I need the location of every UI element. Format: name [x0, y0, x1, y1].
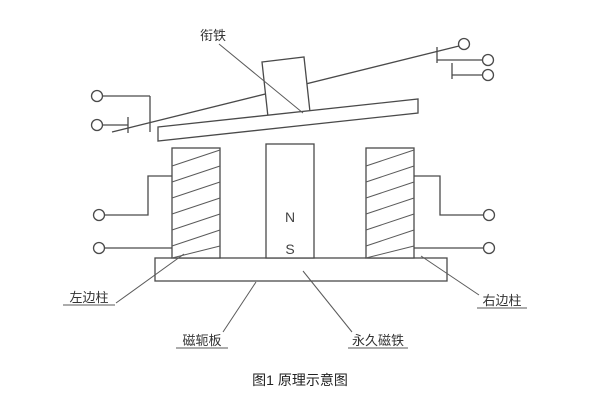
- leader-permanent-magnet: [302, 270, 353, 333]
- terminal-circle: [457, 37, 471, 51]
- terminal-circle: [92, 208, 106, 222]
- yoke-plate: [154, 257, 448, 282]
- right-column: [365, 147, 415, 259]
- left-column: [171, 147, 221, 259]
- label-armature: 衔铁: [200, 28, 226, 43]
- terminal-circle: [481, 68, 495, 82]
- label-yoke-plate: 磁轭板: [182, 333, 221, 348]
- right-coil-winding: [365, 149, 415, 259]
- magnet-pole-s: S: [285, 241, 294, 257]
- leader-right-column: [420, 255, 480, 296]
- terminal-circle: [482, 241, 496, 255]
- right-contact-terminals: [436, 37, 495, 82]
- terminal-circle: [92, 241, 106, 255]
- armature-bar: [157, 98, 419, 142]
- leader-yoke-plate: [222, 281, 257, 333]
- left-coil-winding: [171, 149, 221, 259]
- terminal-circle: [90, 89, 104, 103]
- leader-lines: [115, 43, 480, 333]
- terminal-circle: [90, 118, 104, 132]
- leader-armature: [218, 43, 304, 114]
- left-contact-terminals: [90, 89, 151, 133]
- label-underlines: [63, 304, 527, 349]
- terminal-circle: [482, 208, 496, 222]
- label-left-column: 左边柱: [69, 290, 108, 305]
- magnet-pole-n: N: [285, 209, 295, 225]
- terminal-circle: [481, 53, 495, 67]
- figure-caption: 图1 原理示意图: [252, 372, 348, 388]
- label-permanent-magnet: 永久磁铁: [352, 333, 404, 348]
- permanent-magnet: [265, 143, 315, 259]
- left-coil-terminals: [92, 175, 172, 255]
- armature-pivot-block: [261, 56, 311, 118]
- label-right-column: 右边柱: [482, 293, 521, 308]
- leader-left-column: [115, 253, 185, 304]
- right-coil-terminals: [414, 175, 496, 255]
